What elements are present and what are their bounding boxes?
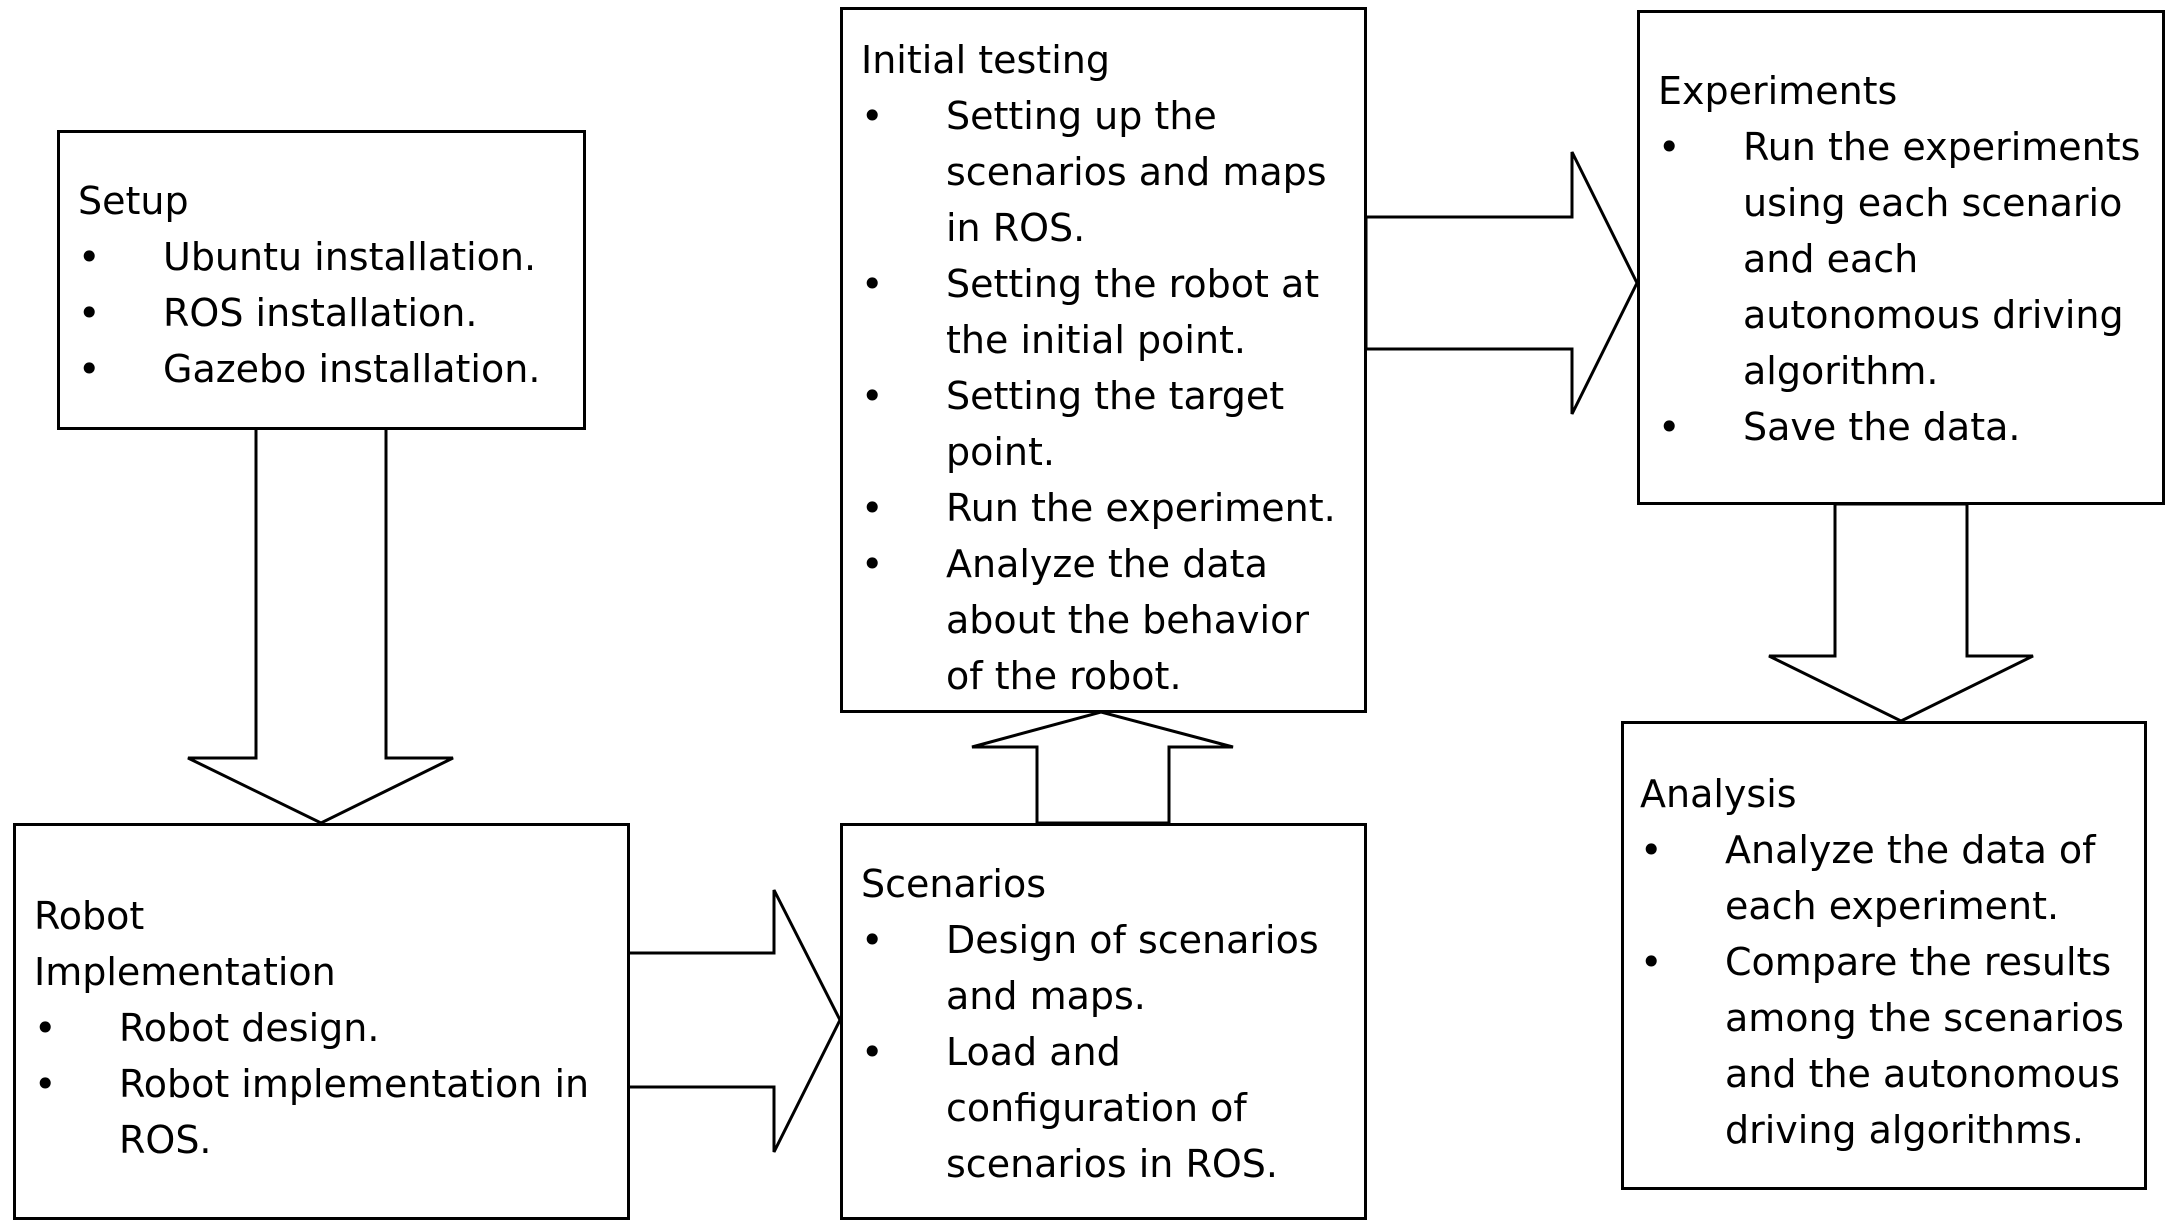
arrow-initial-to-experiments	[1364, 151, 1639, 415]
bullet-icon: •	[78, 291, 101, 335]
setup-title: Setup	[78, 179, 189, 223]
bullet-icon: •	[861, 1030, 884, 1074]
analysis-title: Analysis	[1640, 772, 1797, 816]
list-item: •Save the data.	[1658, 399, 2140, 455]
list-item: •Analyze the data about the behavior of …	[861, 536, 1336, 704]
bullet-icon: •	[34, 1006, 57, 1050]
scenarios-list: •Design of scenarios and maps. •Load and…	[861, 912, 1319, 1192]
initial-testing-title: Initial testing	[861, 38, 1110, 82]
list-item: •Analyze the data of each experiment.	[1640, 822, 2124, 934]
robot-implementation-box: Robot Implementation •Robot design. •Rob…	[13, 823, 630, 1220]
list-item: •Robot design.	[34, 1000, 589, 1056]
list-item: •Compare the results among the scenarios…	[1640, 934, 2124, 1158]
bullet-icon: •	[78, 235, 101, 279]
initial-testing-box: Initial testing •Setting up the scenario…	[840, 7, 1367, 713]
scenarios-title: Scenarios	[861, 862, 1046, 906]
list-item: •Setting the target point.	[861, 368, 1336, 480]
bullet-icon: •	[34, 1062, 57, 1106]
bullet-icon: •	[861, 918, 884, 962]
list-item: •Load and configuration of scenarios in …	[861, 1024, 1319, 1192]
analysis-box: Analysis •Analyze the data of each exper…	[1621, 721, 2147, 1190]
experiments-box: Experiments •Run the experiments using e…	[1637, 10, 2165, 505]
bullet-icon: •	[861, 374, 884, 418]
list-item: •Robot implementation in ROS.	[34, 1056, 589, 1168]
arrow-scenarios-to-initial	[971, 710, 1234, 825]
arrow-experiments-to-analysis	[1768, 502, 2034, 723]
scenarios-box: Scenarios •Design of scenarios and maps.…	[840, 823, 1367, 1220]
list-item: •Ubuntu installation.	[78, 229, 540, 285]
setup-list: •Ubuntu installation. •ROS installation.…	[78, 229, 540, 397]
bullet-icon: •	[1658, 405, 1681, 449]
list-item: •Run the experiment.	[861, 480, 1336, 536]
experiments-list: •Run the experiments using each scenario…	[1658, 119, 2140, 455]
list-item: •Setting the robot at the initial point.	[861, 256, 1336, 368]
bullet-icon: •	[861, 94, 884, 138]
robot-implementation-list: •Robot design. •Robot implementation in …	[34, 1000, 589, 1168]
list-item: •Gazebo installation.	[78, 341, 540, 397]
list-item: •Run the experiments using each scenario…	[1658, 119, 2140, 399]
list-item: •ROS installation.	[78, 285, 540, 341]
experiments-title: Experiments	[1658, 69, 1898, 113]
robot-implementation-title: Robot Implementation	[34, 894, 336, 994]
list-item: •Design of scenarios and maps.	[861, 912, 1319, 1024]
bullet-icon: •	[861, 542, 884, 586]
setup-box: Setup •Ubuntu installation. •ROS install…	[57, 130, 586, 430]
bullet-icon: •	[1640, 828, 1663, 872]
arrow-setup-to-robot	[187, 426, 454, 825]
list-item: •Setting up the scenarios and maps in RO…	[861, 88, 1336, 256]
bullet-icon: •	[861, 486, 884, 530]
initial-testing-list: •Setting up the scenarios and maps in RO…	[861, 88, 1336, 704]
arrow-robot-to-scenarios	[626, 889, 842, 1153]
bullet-icon: •	[1640, 940, 1663, 984]
bullet-icon: •	[861, 262, 884, 306]
bullet-icon: •	[78, 347, 101, 391]
analysis-list: •Analyze the data of each experiment. •C…	[1640, 822, 2124, 1158]
bullet-icon: •	[1658, 125, 1681, 169]
